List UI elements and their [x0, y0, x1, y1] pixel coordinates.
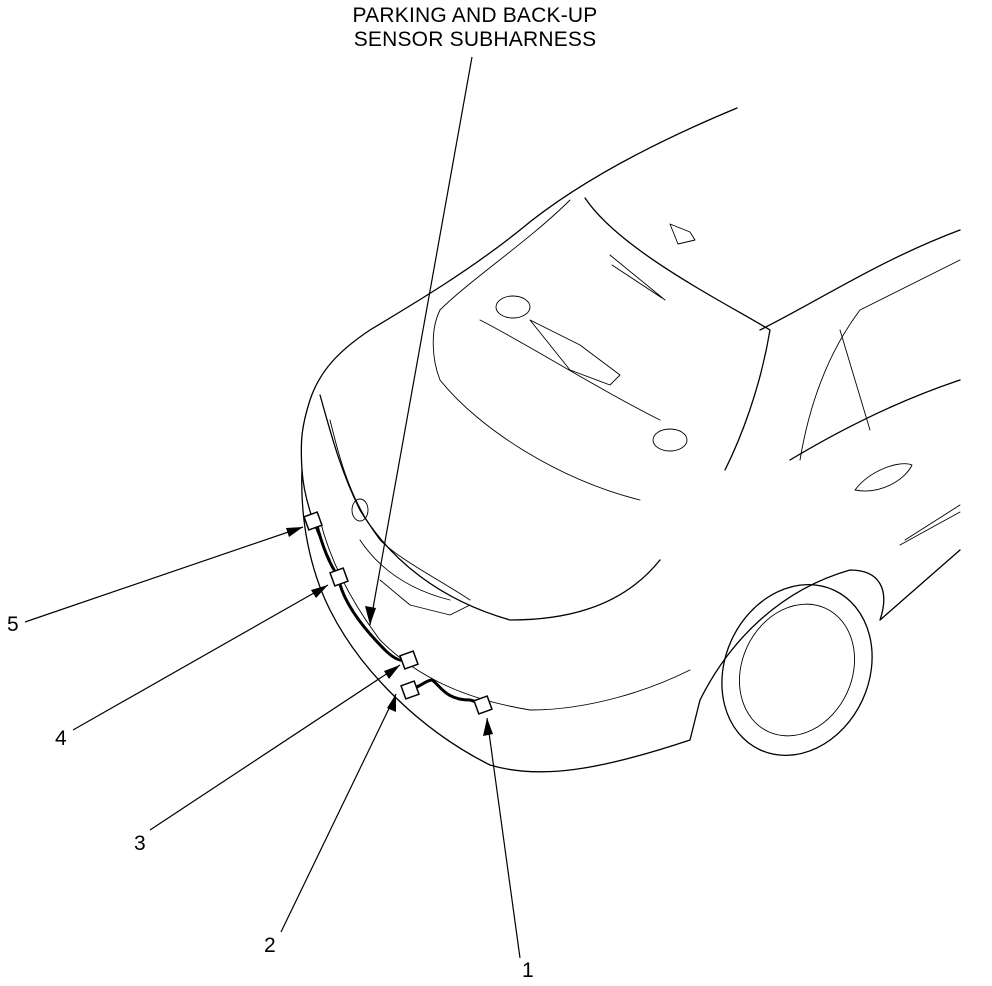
side-molding — [899, 504, 961, 546]
rear-wheel-inner — [739, 603, 855, 737]
side-body — [699, 229, 961, 701]
trunk-panel — [479, 319, 661, 421]
rear-window-edge — [432, 199, 641, 501]
license-area — [359, 539, 471, 616]
third-brake-light — [669, 223, 696, 245]
arrow-2 — [387, 694, 396, 712]
trunk-spoiler-line — [609, 254, 666, 301]
leader-1 — [486, 717, 521, 959]
leader-4 — [72, 584, 329, 731]
tail-light-left — [329, 419, 471, 601]
arrow-4 — [311, 585, 328, 598]
callout-4: 4 — [55, 727, 67, 750]
harness-label: PARKING AND BACK-UP SENSOR SUBHARNESS — [300, 4, 650, 52]
arrow-1 — [483, 718, 493, 736]
leader-2 — [280, 693, 397, 933]
sensor-subharness — [314, 520, 486, 707]
callout-5: 5 — [7, 613, 19, 636]
leader-5 — [24, 526, 304, 623]
callout-1: 1 — [522, 959, 534, 982]
sensor-4 — [329, 567, 349, 587]
callout-3: 3 — [134, 832, 146, 855]
arrow-3 — [384, 665, 400, 679]
side-window — [799, 259, 961, 461]
trunk-lid — [584, 197, 771, 471]
rear-bumper — [301, 469, 701, 773]
sensor-2 — [400, 680, 420, 700]
rear-emblem — [351, 498, 369, 522]
arrow-harness — [365, 606, 376, 625]
sensor-1 — [473, 695, 493, 715]
arrow-5 — [286, 527, 303, 537]
car-roofline — [300, 107, 738, 561]
harness-label-line2: SENSOR SUBHARNESS — [353, 28, 597, 51]
rear-wheel-outer — [721, 583, 873, 757]
bumper-crease — [319, 519, 691, 711]
leader-harness — [369, 56, 473, 626]
leader-3 — [149, 664, 401, 831]
sensor-5 — [303, 511, 323, 531]
callout-2: 2 — [264, 934, 276, 957]
sensor-3 — [399, 650, 419, 670]
rear-face — [319, 394, 661, 621]
trunk-emblem-left — [495, 295, 531, 319]
harness-label-line1: PARKING AND BACK-UP — [352, 4, 598, 27]
door-handle — [854, 463, 913, 492]
trunk-emblem-right — [652, 428, 688, 452]
